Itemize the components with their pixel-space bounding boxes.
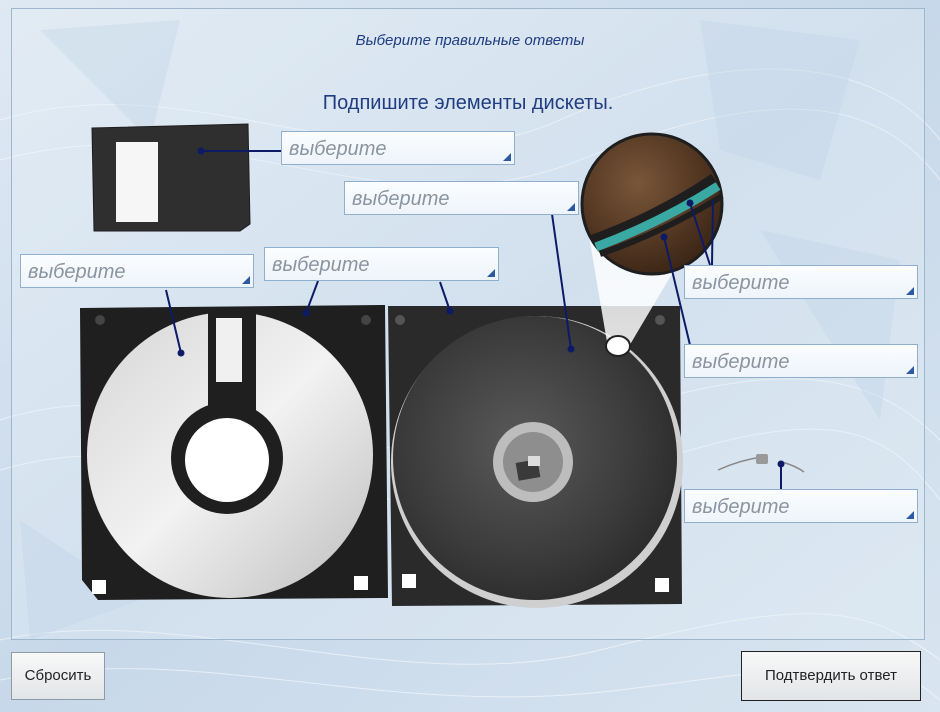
dropdown-arrow-icon[interactable] xyxy=(487,269,495,277)
instruction-text: Выберите правильные ответы xyxy=(355,32,585,49)
dropdown-arrow-icon[interactable] xyxy=(567,203,575,211)
spring-image xyxy=(717,454,805,473)
question-title: Подпишите элементы дискеты. xyxy=(322,92,614,114)
dropdown-arrow-icon[interactable] xyxy=(906,366,914,374)
submit-answer-button[interactable]: Подтвердить ответ xyxy=(741,651,921,701)
dropdown-spring[interactable]: выберите xyxy=(684,489,918,523)
dropdown-liner[interactable]: выберите xyxy=(20,254,254,288)
dropdown-value: выберите xyxy=(352,188,450,210)
dropdown-value: выберите xyxy=(692,351,790,373)
dropdown-arrow-icon[interactable] xyxy=(242,276,250,284)
dropdown-value: выберите xyxy=(272,254,370,276)
dropdown-value: выберите xyxy=(28,261,126,283)
dropdown-value: выберите xyxy=(289,138,387,160)
dropdown-disk[interactable]: выберите xyxy=(344,181,579,215)
reset-button[interactable]: Сбросить xyxy=(11,652,105,700)
dropdown-layers-bottom[interactable]: выберите xyxy=(684,344,918,378)
liner-image xyxy=(80,305,388,600)
dropdown-arrow-icon[interactable] xyxy=(906,511,914,519)
dropdown-shutter[interactable]: выберите xyxy=(281,131,515,165)
dropdown-arrow-icon[interactable] xyxy=(503,153,511,161)
dropdown-value: выберите xyxy=(692,496,790,518)
dropdown-case[interactable]: выберите xyxy=(264,247,499,281)
zoom-circle xyxy=(580,132,724,276)
magnifier-spot xyxy=(605,335,631,357)
dropdown-arrow-icon[interactable] xyxy=(906,287,914,295)
shutter-image xyxy=(91,123,251,232)
dropdown-value: выберите xyxy=(692,272,790,294)
pointer-lines xyxy=(165,150,782,489)
dropdown-layers-top[interactable]: выберите xyxy=(684,265,918,299)
magnetic-disk-image xyxy=(388,306,683,608)
